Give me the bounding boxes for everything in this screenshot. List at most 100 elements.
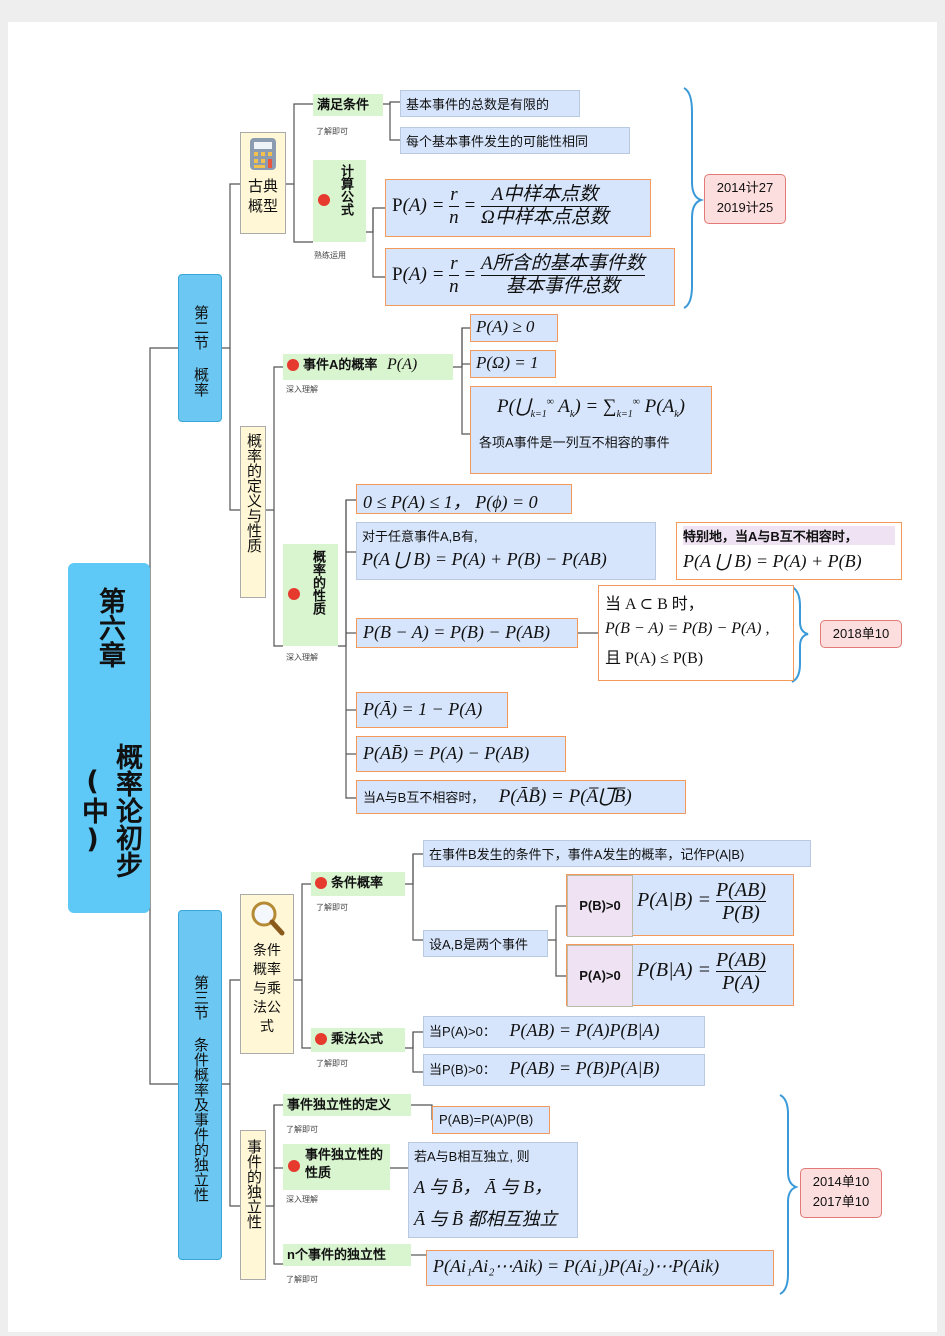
node-condition-met: 满足条件 [313, 94, 383, 116]
cond-formula-b-expr: P(A|B) = P(AB)P(B) [637, 879, 766, 924]
node-calc-formula-label: 计算公式 [339, 164, 354, 216]
flag-icon-2 [288, 588, 300, 600]
mult-1-formula: P(AB) = P(A)P(B|A) [509, 1020, 660, 1040]
node-event-prob: 事件A的概率 P(A) [283, 354, 453, 380]
topic-classical-label: 古典概型 [247, 178, 278, 215]
prop-demorgan-formula: P(ĀB̄) = P(A̅⋃̅B̅) [498, 786, 632, 807]
prop-union: 对于任意事件A,B有, P(A ⋃ B) = P(A) + P(B) − P(A… [356, 522, 656, 580]
note-deep-3: 深入理解 [286, 1194, 318, 1205]
node-calc-formula: 计算公式 [313, 160, 366, 242]
prop-difference: P(B − A) = P(B) − P(AB) [356, 618, 578, 648]
indep-props: 若A与B相互独立, 则 A 与 B̄， Ā 与 B， Ā 与 B̄ 都相互独立 [408, 1142, 578, 1238]
node-cond-prob-label: 条件概率 [331, 875, 384, 890]
mult-2: 当P(B)>0： P(AB) = P(B)P(A|B) [423, 1054, 705, 1086]
prop-union-formula: P(A ⋃ B) = P(A) + P(B) − P(AB) [362, 549, 607, 569]
exam-ref-1: 2014计27 2019计25 [704, 174, 786, 224]
prop-subset-formula: P(B − A) = P(B) − P(A) , [605, 620, 770, 637]
topic-classical: 古典概型 [240, 132, 286, 234]
prop-subset: 当 A ⊂ B 时， P(B − A) = P(B) − P(A) , 且 P(… [598, 585, 794, 681]
note-deep-2: 深入理解 [286, 652, 318, 663]
f1-denominator: Ω中样本点总数 [481, 207, 609, 228]
cond-formula-a-expr: P(B|A) = P(AB)P(A) [637, 949, 766, 994]
thumbs-up-icon [318, 194, 330, 206]
exam-ref-3: 2014单10 2017单10 [800, 1168, 882, 1218]
prop-subset-and: 且 P(A) ≤ P(B) [605, 650, 704, 667]
note-familiar: 熟练运用 [314, 250, 346, 261]
axiom-additivity: P(⋃k=1∞ Ak) = ∑k=1∞ P(Ak) 各项A事件是一列互不相容的事… [470, 386, 712, 474]
prop-bounds: 0 ≤ P(A) ≤ 1， P(ϕ) = 0 [356, 484, 572, 514]
f2-denominator: 基本事件总数 [505, 276, 620, 297]
cond-formula-a: P(A)>0 P(B|A) = P(AB)P(A) [566, 944, 794, 1007]
page: 第六章 概率论初步(中) 第二节 概率 第三节 条件概率及事件的独立性 古典概型… [8, 22, 937, 1332]
prop-complement: P(Ā) = 1 − P(A) [356, 692, 508, 728]
node-prob-props: 概率的性质 [283, 544, 338, 646]
magnifier-icon [251, 901, 285, 936]
node-indep-props-label: 事件独立性的性质 [305, 1147, 384, 1180]
prop-demorgan: 当A与B互不相容时， P(ĀB̄) = P(A̅⋃̅B̅) [356, 780, 686, 814]
flag-icon-3 [288, 1160, 300, 1172]
node-indep-props: 事件独立性的性质 [283, 1144, 390, 1190]
mult-1-when: 当P(A)>0： [429, 1024, 496, 1039]
prop-union-special-formula: P(A ⋃ B) = P(A) + P(B) [683, 551, 862, 571]
chapter-title: 第六章 概率论初步(中) [68, 563, 150, 913]
prop-union-special-text: 特别地，当A与B互不相容时， [683, 526, 895, 545]
cond-pb-label: P(B)>0 [567, 875, 633, 937]
topic-independence-label: 事件的独立性 [245, 1139, 262, 1229]
user-icon-2 [315, 1033, 327, 1045]
node-event-prob-label: 事件A的概率 [303, 357, 378, 372]
mult-1: 当P(A)>0： P(AB) = P(A)P(B|A) [423, 1016, 705, 1048]
axiom-nonneg: P(A) ≥ 0 [470, 314, 558, 342]
cond-def: 在事件B发生的条件下，事件A发生的概率，记作P(A|B) [423, 840, 811, 867]
cond-formula-b: P(B)>0 P(A|B) = P(AB)P(B) [566, 874, 794, 937]
note-understand-4: 了解即可 [286, 1124, 318, 1135]
flag-icon [287, 359, 299, 371]
prop-subset-when: 当 A ⊂ B 时， [605, 596, 704, 613]
indep-props-line1: 若A与B相互独立, 则 [414, 1149, 530, 1164]
node-prob-props-label: 概率的性质 [311, 550, 326, 615]
note-deep-1: 深入理解 [286, 384, 318, 395]
prop-union-special: 特别地，当A与B互不相容时， P(A ⋃ B) = P(A) + P(B) [676, 522, 902, 580]
node-indep-def: 事件独立性的定义 [283, 1094, 411, 1116]
axiom-total: P(Ω) = 1 [470, 350, 556, 378]
exam-ref-2: 2018单10 [820, 620, 902, 648]
node-n-indep: n个事件的独立性 [283, 1244, 411, 1266]
axiom-additivity-caption: 各项A事件是一列互不相容的事件 [479, 434, 670, 450]
f2-numerator: A所含的基本事件数 [481, 253, 645, 276]
item-equal: 每个基本事件发生的可能性相同 [400, 127, 630, 154]
cond-let: 设A,B是两个事件 [423, 930, 548, 957]
topic-conditional: 条件概率与乘法公式 [240, 894, 294, 1054]
f1-numerator: A中样本点数 [481, 184, 609, 207]
topic-independence: 事件的独立性 [240, 1130, 266, 1280]
section-2-label: 第二节 概率 [192, 305, 209, 397]
chapter-title-line1: 第六章 [94, 586, 125, 668]
user-icon [315, 877, 327, 889]
indep-props-line2: A 与 B̄， Ā 与 B， [414, 1177, 553, 1197]
topic-definition: 概率的定义与性质 [240, 426, 266, 598]
prop-demorgan-text: 当A与B互不相容时， [363, 790, 485, 805]
prop-a-not-b: P(AB̄) = P(A) − P(AB) [356, 736, 566, 772]
indep-props-line3: Ā 与 B̄ 都相互独立 [414, 1209, 558, 1229]
note-understand-5: 了解即可 [286, 1274, 318, 1285]
node-mult-formula: 乘法公式 [311, 1028, 405, 1052]
node-event-prob-symbol: P(A) [387, 356, 418, 373]
topic-definition-label: 概率的定义与性质 [245, 433, 262, 553]
node-mult-formula-label: 乘法公式 [331, 1031, 384, 1046]
indep-formula: P(AB)=P(A)P(B) [432, 1106, 550, 1134]
note-understand-3: 了解即可 [316, 1058, 348, 1069]
axiom-additivity-formula: P(⋃k=1∞ Ak) = ∑k=1∞ P(Ak) [497, 396, 685, 420]
note-understand-1: 了解即可 [316, 126, 348, 137]
cond-pa-label: P(A)>0 [567, 945, 633, 1007]
mult-2-when: 当P(B)>0： [429, 1062, 496, 1077]
connector-lines [142, 87, 809, 1295]
calculator-icon [250, 138, 276, 170]
topic-conditional-label: 条件概率与乘法公式 [253, 942, 281, 1034]
node-cond-prob: 条件概率 [311, 872, 405, 896]
item-finite: 基本事件的总数是有限的 [400, 90, 580, 117]
section-2: 第二节 概率 [178, 274, 222, 422]
mult-2-formula: P(AB) = P(B)P(A|B) [509, 1058, 660, 1078]
n-indep-formula: P(Ai₁Ai₂⋯Aik) = P(Ai₁)P(Ai₂)⋯P(Aik) [426, 1250, 774, 1286]
section-3: 第三节 条件概率及事件的独立性 [178, 910, 222, 1260]
chapter-title-line2: 概率论初步(中) [77, 742, 142, 878]
